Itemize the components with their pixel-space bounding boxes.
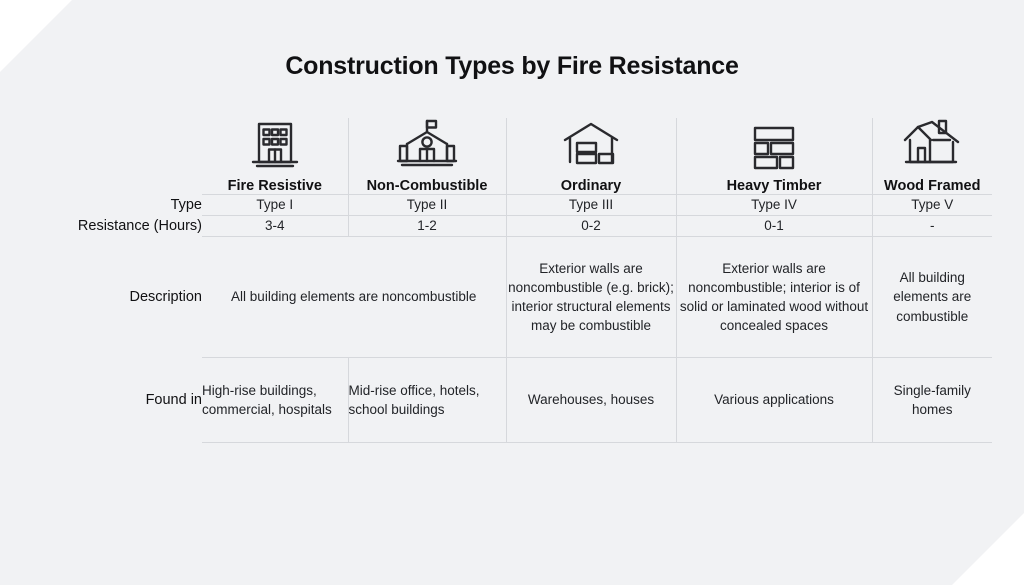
table-row-found-in: Found in High-rise buildings, commercial… xyxy=(16,357,992,443)
warehouse-icon xyxy=(507,118,676,170)
cell-resistance-1: 3-4 xyxy=(202,215,348,237)
cell-resistance-4: 0-1 xyxy=(675,215,872,237)
cell-description-1-2: All building elements are noncombustible xyxy=(202,236,506,358)
column-header-non-combustible: Non-Combustible xyxy=(347,118,506,195)
cell-found-in-2: Mid-rise office, hotels, school building… xyxy=(347,357,506,443)
cell-type-2: Type II xyxy=(347,194,506,216)
column-header-heavy-timber: Heavy Timber xyxy=(675,118,872,195)
cell-found-in-4: Various applications xyxy=(675,357,872,443)
school-building-icon xyxy=(349,118,506,170)
table-row-type: Type Type I Type II Type III Type IV Typ… xyxy=(16,194,992,216)
cell-type-1: Type I xyxy=(202,194,348,216)
cell-resistance-5: - xyxy=(871,215,992,237)
house-icon xyxy=(873,118,993,170)
cell-description-5: All building elements are combustible xyxy=(871,236,992,358)
cell-resistance-3: 0-2 xyxy=(505,215,676,237)
construction-types-table: Fire Resistive xyxy=(16,118,992,443)
column-header-label: Wood Framed xyxy=(884,178,981,194)
column-header-fire-resistive: Fire Resistive xyxy=(202,118,348,195)
cell-resistance-2: 1-2 xyxy=(347,215,506,237)
row-label-resistance: Resistance (Hours) xyxy=(77,218,202,234)
cell-description-3: Exterior walls are noncombustible (e.g. … xyxy=(505,236,676,358)
row-label-type: Type xyxy=(170,197,202,213)
table-header-row: Fire Resistive xyxy=(16,118,992,195)
column-header-ordinary: Ordinary xyxy=(505,118,676,195)
cell-type-5: Type V xyxy=(871,194,992,216)
column-header-label: Fire Resistive xyxy=(227,178,322,194)
column-header-label: Heavy Timber xyxy=(726,178,822,194)
column-header-label: Non-Combustible xyxy=(366,178,488,194)
cell-description-4: Exterior walls are noncombustible; inter… xyxy=(675,236,872,358)
header-corner-cell xyxy=(16,118,202,195)
column-header-label: Ordinary xyxy=(560,178,622,194)
cell-type-3: Type III xyxy=(505,194,676,216)
row-label-found-in: Found in xyxy=(145,392,202,408)
row-label-description: Description xyxy=(129,289,202,305)
cell-found-in-1: High-rise buildings, commercial, hospita… xyxy=(202,357,348,443)
page-title: Construction Types by Fire Resistance xyxy=(285,52,739,80)
column-header-wood-framed: Wood Framed xyxy=(871,118,993,195)
table-row-description: Description All building elements are no… xyxy=(16,236,992,358)
cell-type-4: Type IV xyxy=(675,194,872,216)
cell-found-in-5: Single-family homes xyxy=(871,357,992,443)
table-row-resistance: Resistance (Hours) 3-4 1-2 0-2 0-1 - xyxy=(16,215,992,237)
office-building-icon xyxy=(202,118,348,170)
cell-found-in-3: Warehouses, houses xyxy=(505,357,676,443)
timber-stack-icon xyxy=(677,118,872,170)
